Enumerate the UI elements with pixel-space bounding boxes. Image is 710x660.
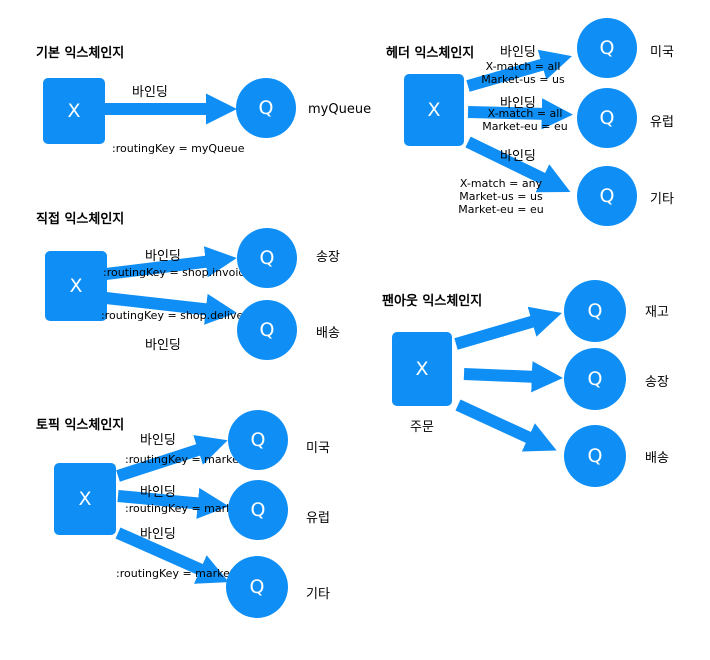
header-queue-label-eu: 유럽 — [650, 115, 674, 130]
topic-binding-label-eu: 바인딩 — [140, 485, 176, 500]
basic-queue-node: Q — [236, 78, 296, 138]
header-arg: Market-us = us — [459, 190, 543, 203]
topic-queue-node-eu: Q — [228, 480, 288, 540]
direct-queue-label-delivery: 배송 — [316, 326, 340, 341]
direct-exchange-title: 직접 익스체인지 — [36, 212, 125, 227]
fanout-exchange-title: 팬아웃 익스체인지 — [382, 294, 483, 309]
header-binding-args-eu: X-match = all Market-eu = eu — [478, 107, 572, 133]
direct-queue-label-invoice: 송장 — [316, 250, 340, 265]
direct-binding-arrow-invoice — [105, 246, 237, 280]
header-arg: Market-eu = eu — [458, 203, 544, 216]
header-arg: X-match = all — [485, 60, 561, 73]
header-binding-args-other: X-match = any Market-us = us Market-eu =… — [456, 177, 546, 216]
header-arg: X-match = any — [459, 177, 543, 190]
topic-binding-label-us: 바인딩 — [140, 433, 176, 448]
fanout-queue-label-delivery: 배송 — [645, 451, 669, 466]
header-arg: Market-eu = eu — [482, 120, 568, 133]
fanout-queue-node-stock: Q — [564, 280, 626, 342]
fanout-arrow-stock — [454, 306, 562, 350]
direct-exchange-node: X — [45, 251, 107, 321]
direct-binding-label-delivery: 바인딩 — [145, 338, 181, 353]
fanout-queue-label-stock: 재고 — [645, 305, 669, 320]
fanout-arrow-invoice — [463, 361, 563, 393]
header-exchange-title: 헤더 익스체인지 — [386, 46, 475, 61]
direct-routing-key-invoice: :routingKey = shop.invoice — [103, 266, 252, 279]
fanout-queue-node-delivery: Q — [564, 425, 626, 487]
fanout-exchange-node: X — [392, 332, 452, 406]
fanout-exchange-label: 주문 — [410, 420, 434, 435]
header-binding-args-us: X-match = all Market-us = us — [478, 60, 568, 86]
basic-binding-label: 바인딩 — [132, 85, 168, 100]
topic-queue-label-eu: 유럽 — [306, 511, 330, 526]
header-queue-node-us: Q — [577, 18, 637, 78]
fanout-arrow-delivery — [455, 399, 557, 452]
header-arg: Market-us = us — [481, 73, 565, 86]
header-queue-label-other: 기타 — [650, 192, 674, 207]
topic-routing-key-other: :routingKey = market.* — [116, 567, 244, 580]
topic-routing-key-eu: :routingKey = market.eu — [125, 502, 261, 515]
header-queue-label-us: 미국 — [650, 45, 674, 60]
topic-binding-label-other: 바인딩 — [140, 527, 176, 542]
topic-binding-arrow-us — [116, 435, 228, 482]
basic-exchange-node: X — [43, 78, 105, 144]
topic-queue-label-other: 기타 — [306, 587, 330, 602]
topic-exchange-title: 토픽 익스체인지 — [36, 418, 125, 433]
direct-binding-label-invoice: 바인딩 — [145, 249, 181, 264]
header-binding-arrow-eu — [467, 98, 573, 130]
header-binding-label-eu: 바인딩 — [500, 96, 536, 111]
direct-queue-node-invoice: Q — [237, 228, 297, 288]
topic-binding-arrow-eu — [117, 487, 229, 519]
topic-queue-node-us: Q — [228, 410, 288, 470]
fanout-queue-node-invoice: Q — [564, 348, 626, 410]
header-binding-label-other: 바인딩 — [500, 149, 536, 164]
topic-queue-node-other: Q — [226, 556, 288, 618]
direct-queue-node-delivery: Q — [237, 300, 297, 360]
topic-binding-arrow-other — [115, 527, 229, 584]
topic-routing-key-us: :routingKey = market.us — [125, 453, 260, 466]
header-exchange-node: X — [404, 74, 464, 146]
basic-exchange-title: 기본 익스체인지 — [36, 46, 125, 61]
header-binding-arrow-other — [465, 136, 571, 193]
basic-routing-key: :routingKey = myQueue — [112, 142, 245, 155]
header-arg: X-match = all — [487, 107, 563, 120]
header-binding-arrow-us — [466, 49, 572, 92]
basic-queue-label: myQueue — [308, 102, 372, 117]
direct-routing-key-delivery: :routingKey = shop.delivery — [101, 309, 255, 322]
topic-queue-label-us: 미국 — [306, 441, 330, 456]
fanout-queue-label-invoice: 송장 — [645, 375, 669, 390]
topic-exchange-node: X — [54, 463, 116, 535]
direct-binding-arrow-delivery — [105, 292, 237, 325]
header-queue-node-eu: Q — [577, 88, 637, 148]
header-queue-node-other: Q — [577, 166, 637, 226]
header-binding-label-us: 바인딩 — [500, 45, 536, 60]
